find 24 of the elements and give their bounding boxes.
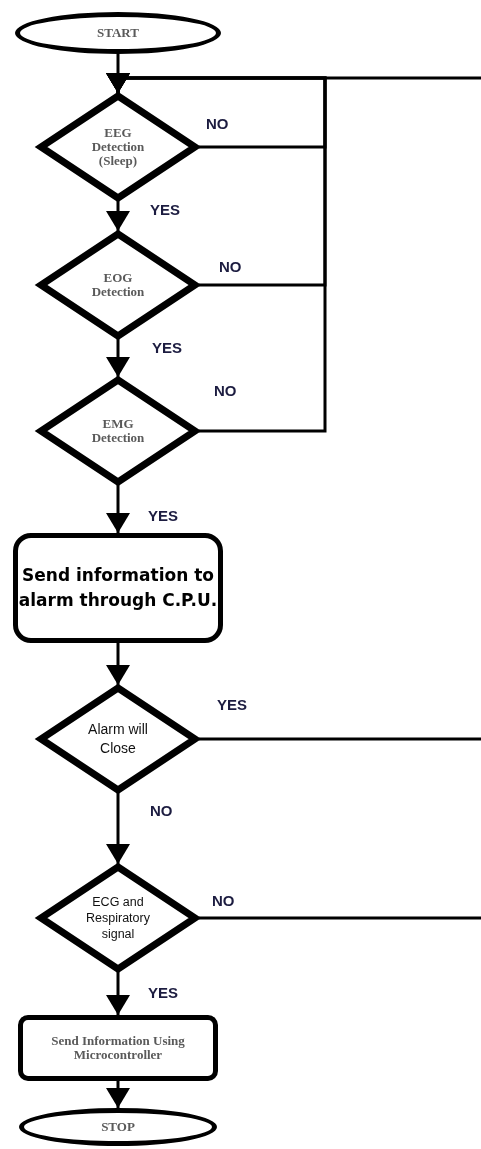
node-text: Send information to alarm through C.P.U. [18,564,218,612]
node-text: START [97,25,139,41]
decision-diamond [37,685,199,793]
decision-diamond [37,864,199,972]
node-text: STOP [101,1119,135,1135]
node-text: EMG Detection [90,416,146,446]
connector-arrow [106,1081,130,1108]
node-text: EEG Detection (Sleep) [90,125,146,169]
decision-diamond [37,93,199,201]
node-text: ECG and Respiratory signal [85,893,151,943]
node-text: Send Information Using Microcontroller [50,1033,186,1063]
node-text: Alarm will Close [88,720,148,758]
connector-arrow [106,972,130,1015]
connector-arrow [106,339,130,377]
connector-arrow [106,201,130,231]
connector-arrow [106,793,130,864]
connector-arrow [106,485,130,533]
node-text: EOG Detection [90,270,146,300]
decision-diamond [37,231,199,339]
connector-arrow [106,73,481,93]
process-box [18,1015,218,1081]
decision-diamond [37,377,199,485]
process-box [13,533,223,643]
connector-arrow [106,643,130,685]
